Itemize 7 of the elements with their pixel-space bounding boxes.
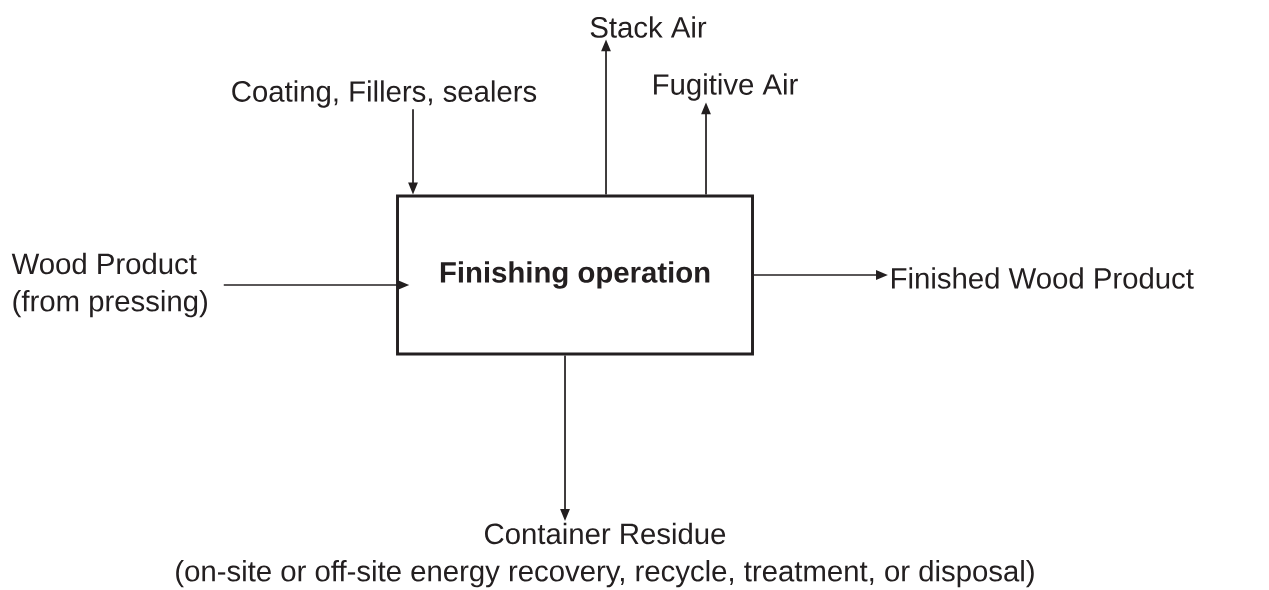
output-label: Fugitive Air (654, 73, 798, 101)
output-label: Finished Wood Product (892, 267, 1194, 289)
input-label: Coating, Fillers, sealers (232, 80, 537, 108)
process-box: Finishing operation (396, 194, 754, 356)
input-label: Wood Product (from pressing) (11, 252, 207, 318)
output-label: Container Residue (on-site or off-site energy recovery, recycle, treatment, or disposal) (176, 522, 1034, 588)
output-label: Stack Air (590, 16, 707, 38)
